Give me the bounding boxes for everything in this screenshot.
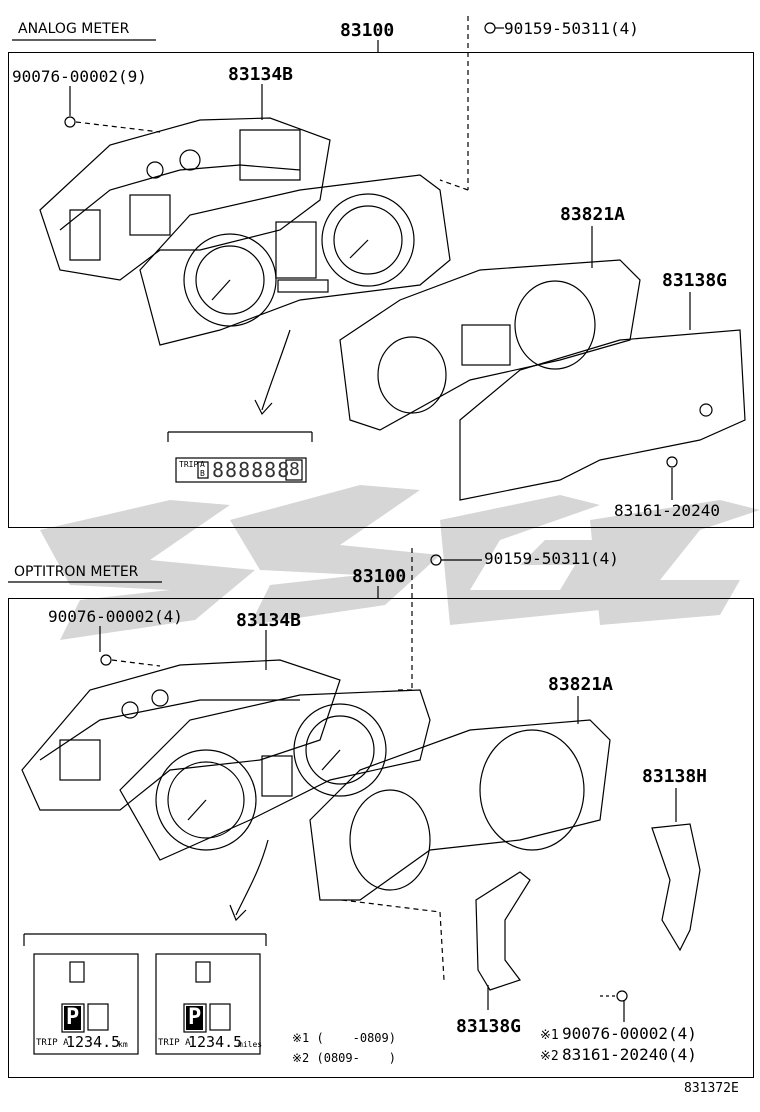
- optitron-note2-mark: ※2: [540, 1049, 559, 1064]
- optitron-right-value: 1234.5: [188, 1033, 243, 1051]
- optitron-glass-label: 83821A: [548, 674, 614, 695]
- analog-display-digits: 888888: [212, 458, 291, 482]
- optitron-note1-range: ※1 ( -0809): [292, 1031, 396, 1045]
- analog-display-a: A: [200, 460, 205, 469]
- analog-bezel-label: 83138G: [662, 270, 728, 291]
- analog-display-b: B: [200, 469, 205, 478]
- optitron-assembly-label: 83100: [352, 566, 407, 587]
- optitron-left-trip: TRIP A: [36, 1038, 69, 1048]
- optitron-housing-label: 83134B: [236, 610, 302, 631]
- analog-display-trip: TRIP: [179, 460, 199, 469]
- analog-section-title: ANALOG METER: [18, 21, 130, 37]
- analog-screw-left-label: 90076-00002(9): [12, 67, 147, 86]
- analog-assembly-label: 83100: [340, 20, 395, 41]
- analog-glass-label: 83821A: [560, 204, 626, 225]
- optitron-screw-top-label: 90159-50311(4): [484, 549, 619, 568]
- optitron-note1-part: 90076-00002(4): [562, 1024, 697, 1043]
- optitron-section-title: OPTITRON METER: [14, 564, 139, 580]
- optitron-right-trip: TRIP A: [158, 1038, 191, 1048]
- analog-screw-top-label: 90159-50311(4): [504, 19, 639, 38]
- optitron-right-gear: P: [186, 1005, 204, 1030]
- optitron-note2-range: ※2 (0809- ): [292, 1051, 396, 1065]
- optitron-screw-left-label: 90076-00002(4): [48, 607, 183, 626]
- diagram-reference-number: 831372E: [684, 1081, 739, 1096]
- optitron-left-unit: km: [118, 1040, 128, 1049]
- optitron-left-value: 1234.5: [66, 1033, 121, 1051]
- analog-display-gear: 8: [289, 459, 300, 480]
- optitron-left-gear: P: [64, 1005, 82, 1030]
- optitron-bezel-label: 83138G: [456, 1016, 522, 1037]
- optitron-side-trim-label: 83138H: [642, 766, 708, 787]
- optitron-note2-part: 83161-20240(4): [562, 1045, 697, 1064]
- analog-panel-frame: [8, 52, 754, 528]
- optitron-right-unit: miles: [238, 1040, 263, 1049]
- optitron-note1-mark: ※1: [540, 1028, 559, 1043]
- optitron-panel-frame: [8, 598, 754, 1078]
- analog-housing-label: 83134B: [228, 64, 294, 85]
- analog-bottom-screw-label: 83161-20240: [614, 501, 720, 520]
